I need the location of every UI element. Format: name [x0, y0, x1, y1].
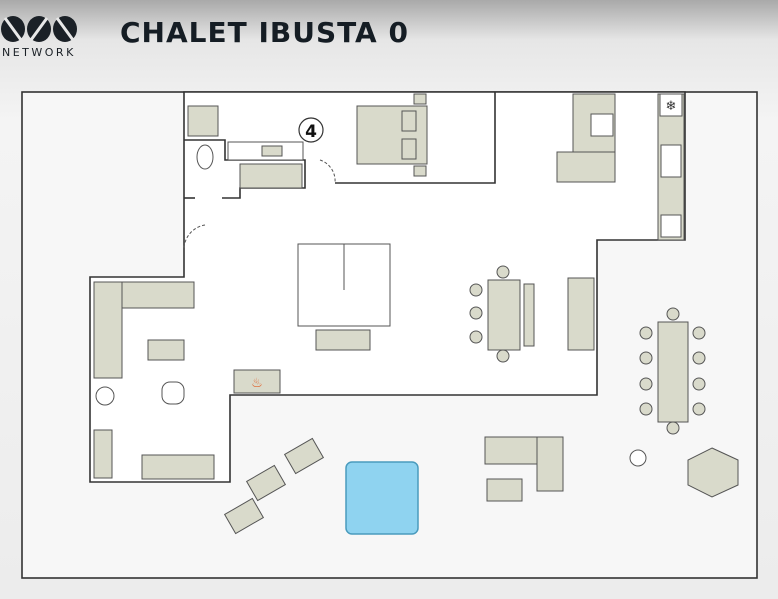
hot-tub	[345, 461, 419, 535]
door-swing	[183, 224, 206, 249]
piano	[93, 429, 113, 479]
kitchen-table	[556, 151, 616, 183]
shower	[187, 105, 219, 137]
oven-icon	[660, 214, 682, 238]
outdoor-chairs	[639, 307, 706, 435]
sink-icon	[261, 145, 283, 157]
bench	[523, 283, 535, 347]
sectional-sofa	[93, 281, 123, 379]
nightstand	[413, 93, 427, 105]
coffee-table	[147, 339, 185, 361]
armchair	[161, 381, 185, 405]
room-number: 4	[305, 122, 317, 142]
brand-logo	[0, 14, 80, 48]
side-table	[95, 386, 115, 406]
logo-text: NETWORK	[2, 46, 76, 59]
toilet-icon	[196, 144, 214, 170]
outdoor-sofa-corner	[536, 436, 564, 492]
dining-table	[487, 279, 521, 351]
bedroom-wall	[335, 92, 496, 184]
outdoor-coffee-table	[486, 478, 523, 502]
bathroom-wall	[184, 139, 306, 199]
dining-chairs	[469, 265, 510, 363]
fridge-icon	[659, 93, 683, 117]
pillow	[401, 138, 417, 160]
door-swing	[319, 159, 336, 184]
kitchen-sink-icon	[660, 144, 682, 178]
room-number-badge	[298, 117, 324, 143]
nightstand	[413, 165, 427, 177]
parasol-icon	[687, 447, 739, 498]
tv-cabinet	[141, 454, 215, 480]
snowflake-icon: ❄	[666, 99, 677, 114]
outdoor-dining-table	[657, 321, 689, 423]
console-table	[315, 329, 371, 351]
sun-loungers	[223, 437, 325, 535]
fireplace	[233, 369, 281, 394]
sideboard	[567, 277, 595, 351]
logo-mark-icon	[1, 16, 77, 42]
desk	[239, 163, 303, 189]
cooktop-icon	[590, 113, 614, 137]
bbq-grill-icon	[629, 449, 647, 467]
page-title: CHALET IBUSTA 0	[120, 16, 409, 49]
pillow	[401, 110, 417, 132]
fire-icon: ♨	[251, 376, 263, 391]
